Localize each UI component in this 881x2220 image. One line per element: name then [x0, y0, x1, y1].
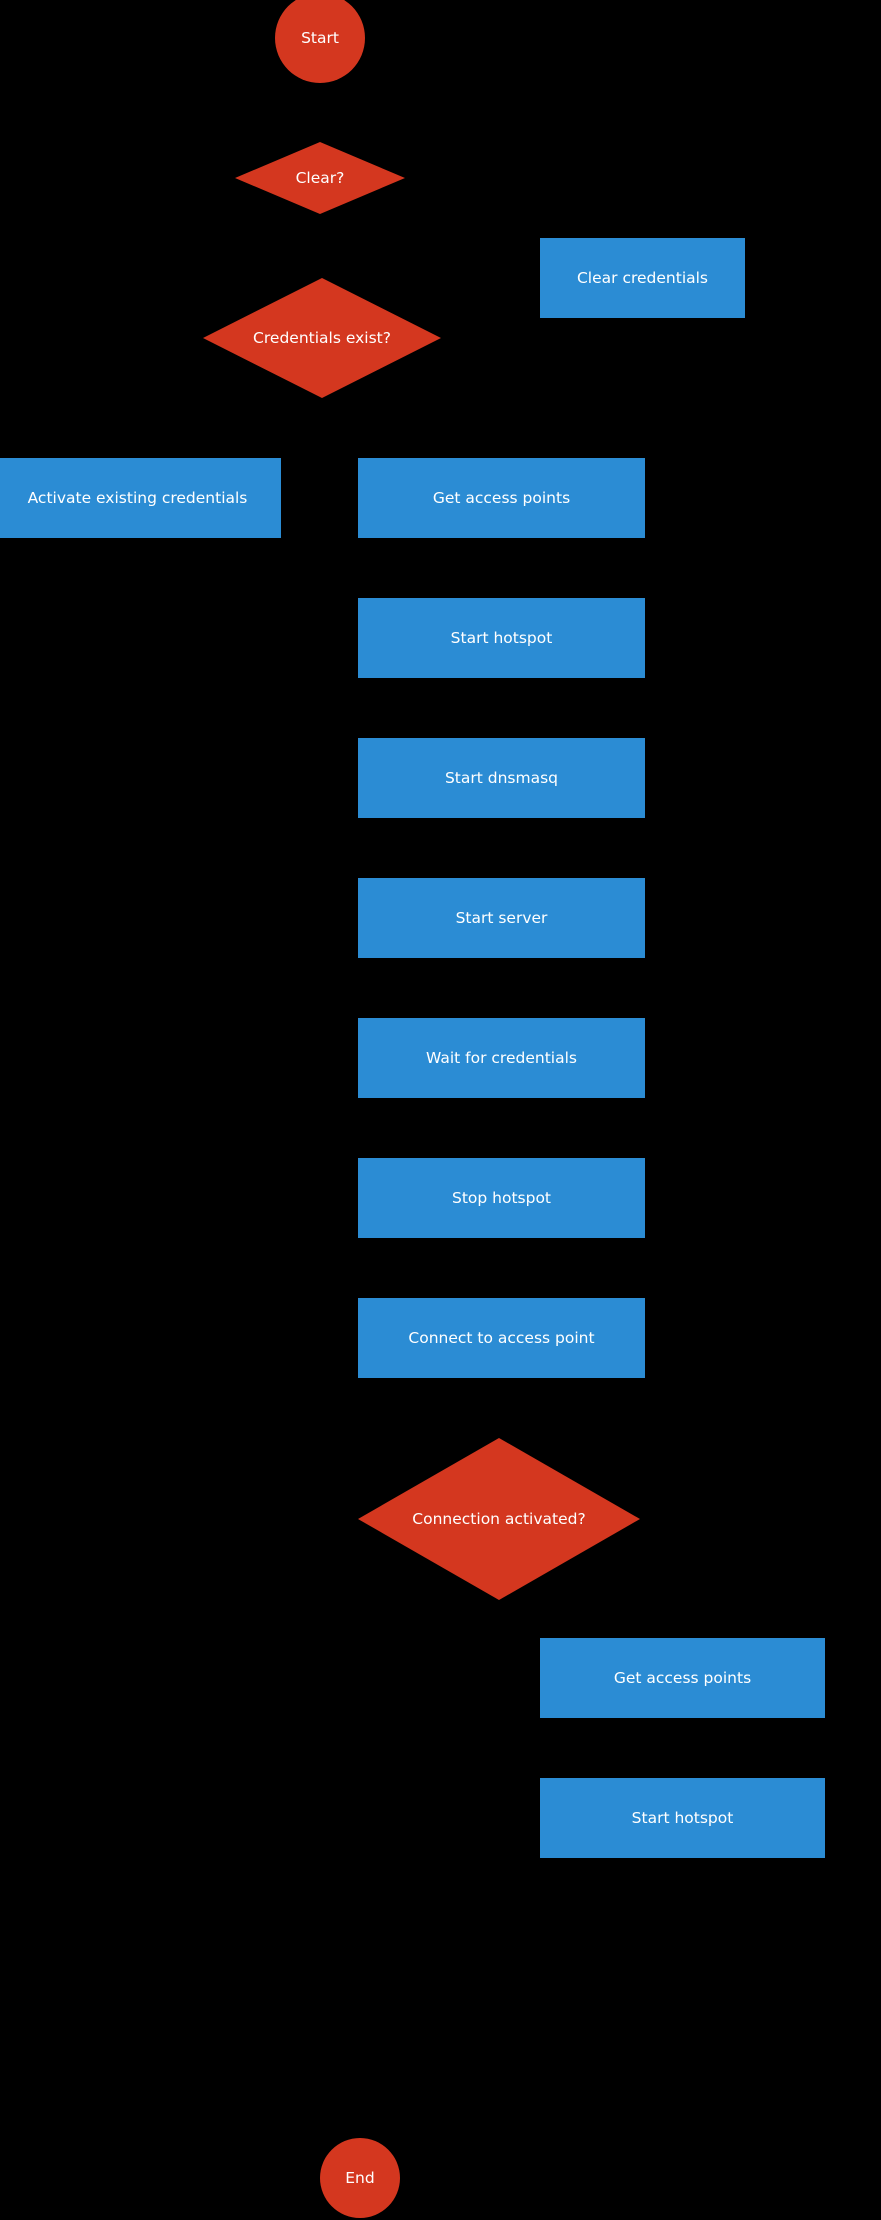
- node-start-server[interactable]: Start server: [358, 878, 645, 958]
- node-clear-credentials-label: Clear credentials: [576, 268, 709, 287]
- node-start-hotspot-2-label: Start hotspot: [631, 1808, 734, 1827]
- node-stop-hotspot-label: Stop hotspot: [451, 1188, 552, 1207]
- node-connect-to-access-point[interactable]: Connect to access point: [358, 1298, 645, 1378]
- node-start-dnsmasq-label: Start dnsmasq: [444, 768, 559, 787]
- edge-activate-to-connection-activated: [139, 538, 358, 1520]
- node-stop-hotspot[interactable]: Stop hotspot: [358, 1158, 645, 1238]
- node-start-hotspot-1[interactable]: Start hotspot: [358, 598, 645, 678]
- node-get-access-points-2-label: Get access points: [613, 1668, 752, 1687]
- node-clear[interactable]: Clear?: [235, 142, 405, 214]
- edge-credentials-exist-to-get-access-points: [400, 337, 501, 458]
- node-start[interactable]: Start: [275, 0, 365, 83]
- node-get-access-points-1[interactable]: Get access points: [358, 458, 645, 538]
- node-connect-to-access-point-label: Connect to access point: [408, 1328, 595, 1347]
- node-get-access-points-1-label: Get access points: [432, 488, 571, 507]
- node-start-dnsmasq[interactable]: Start dnsmasq: [358, 738, 645, 818]
- node-clear-label: Clear?: [295, 168, 345, 187]
- node-wait-for-credentials-label: Wait for credentials: [426, 1048, 577, 1067]
- node-connection-activated[interactable]: Connection activated?: [358, 1438, 640, 1600]
- node-clear-credentials[interactable]: Clear credentials: [540, 238, 745, 318]
- node-end[interactable]: End: [320, 2138, 400, 2218]
- edge-connection-activated-to-end: [400, 1600, 501, 2179]
- node-get-access-points-2[interactable]: Get access points: [540, 1638, 825, 1718]
- node-wait-for-credentials[interactable]: Wait for credentials: [358, 1018, 645, 1098]
- node-connection-activated-label: Connection activated?: [412, 1509, 586, 1528]
- node-credentials-exist[interactable]: Credentials exist?: [203, 278, 441, 398]
- node-start-hotspot-2[interactable]: Start hotspot: [540, 1778, 825, 1858]
- node-start-label: Start: [301, 28, 339, 47]
- node-activate-existing-credentials[interactable]: Activate existing credentials: [0, 458, 281, 538]
- node-end-label: End: [345, 2168, 375, 2187]
- edge-connection-activated-to-get-access-points-2: [640, 1518, 684, 1638]
- node-credentials-exist-label: Credentials exist?: [253, 328, 391, 347]
- node-start-server-label: Start server: [455, 908, 548, 927]
- edge-clear-to-clear-credentials: [400, 177, 546, 240]
- node-activate-existing-credentials-label: Activate existing credentials: [27, 488, 248, 507]
- edge-credentials-exist-to-activate: [139, 337, 240, 458]
- node-start-hotspot-1-label: Start hotspot: [450, 628, 553, 647]
